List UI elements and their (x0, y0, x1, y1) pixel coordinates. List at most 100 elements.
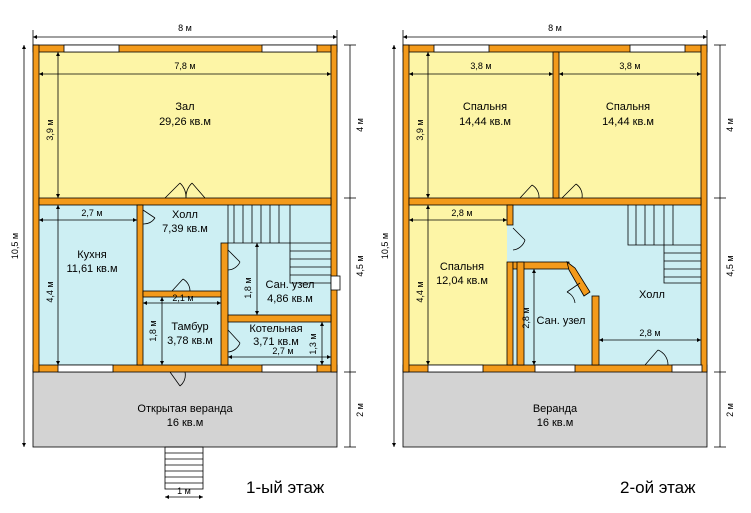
wall-bath-bottom (227, 314, 332, 323)
zal-area: 29,26 кв.м (159, 116, 211, 128)
wall-tambur-right (220, 242, 229, 366)
door-bed2 (561, 183, 583, 199)
bath-height-dim: 1,8 м (243, 277, 253, 298)
boiler-width-dim: 2,7 м (272, 346, 293, 356)
height-dim: 10,5 м (10, 233, 20, 259)
wall-kitchen-right (136, 204, 144, 366)
tambur-name: Тамбур (171, 321, 208, 333)
holl-room (507, 198, 701, 365)
width-dim: 8 м (178, 23, 192, 33)
wall-left (402, 44, 410, 373)
dimension-lines (392, 30, 726, 448)
bed3-name: Спальня (440, 261, 484, 273)
wall-bath-left (516, 261, 525, 366)
window (629, 44, 686, 53)
veranda-area: 16 кв.м (167, 417, 204, 429)
staircase (627, 205, 701, 284)
bed1-room (409, 52, 553, 198)
bed1-area: 14,44 кв.м (459, 116, 511, 128)
veranda-name: Открытая веранда (137, 403, 233, 415)
bed2-room (559, 52, 701, 198)
holl-name: Холл (639, 289, 665, 301)
door-boiler (227, 329, 241, 353)
wall-right (700, 44, 708, 373)
wall-bedrooms-divider (552, 51, 560, 199)
holl-width-dim: 2,8 м (639, 328, 660, 338)
tambur-width-dim: 2,1 м (172, 293, 193, 303)
kitchen-area: 11,61 кв.м (66, 263, 117, 275)
veranda-area (402, 369, 708, 448)
bed3-height-dim: 4,4 м (415, 281, 425, 302)
window (261, 44, 318, 53)
kitchen-width-dim: 2,7 м (81, 208, 102, 218)
door-entrance (169, 371, 186, 387)
front-steps (164, 446, 204, 490)
boiler-area: 3,71 кв.м (253, 336, 299, 348)
bed2-name: Спальня (606, 101, 650, 113)
kitchen-room (39, 205, 137, 365)
wall-bed3-right-lower (506, 261, 514, 366)
right-dim-veranda: 2 м (355, 403, 365, 417)
bed1-width-dim: 3,8 м (470, 61, 491, 71)
dimension-lines (22, 30, 356, 499)
door-bath (566, 282, 581, 304)
zal-name: Зал (175, 101, 194, 113)
door-kitchen (142, 209, 156, 225)
width-dim: 8 м (548, 23, 562, 33)
wall-left (32, 44, 40, 373)
door-entrance (644, 349, 669, 366)
steps-width-dim: 1 м (177, 486, 191, 496)
bed2-width-dim: 3,8 м (619, 61, 640, 71)
bed3-width-dim: 2,8 м (451, 208, 472, 218)
kitchen-name: Кухня (77, 249, 106, 261)
window (57, 364, 114, 373)
window (427, 364, 484, 373)
window (261, 364, 318, 373)
height-dim: 10,5 м (380, 233, 390, 259)
right-dim-zal: 4 м (355, 118, 365, 132)
window (534, 364, 576, 373)
door-zal (164, 182, 206, 199)
boiler-name: Котельная (249, 323, 302, 335)
door-bath (227, 249, 241, 271)
bed3-room (409, 205, 507, 365)
staircase (227, 205, 331, 284)
bed1-name: Спальня (463, 101, 507, 113)
door-tambur (171, 278, 191, 292)
floor-2-plan: 8 м 10,5 м 4 м 4,5 м 2 м 3,8 м 3,8 м 3,9… (380, 23, 735, 497)
bath-room (228, 243, 331, 315)
window (330, 275, 341, 291)
veranda-name: Веранда (533, 403, 578, 415)
bath-height-dim: 2,8 м (521, 307, 531, 328)
bed3-area: 12,04 кв.м (436, 275, 488, 287)
wall-bedrooms-bottom (408, 197, 702, 206)
holl-area: 7,39 кв.м (162, 223, 208, 235)
floor-1-plan: 8 м 10,5 м 4 м 4,5 м 2 м 7,8 м 3,9 м 2,7… (10, 23, 365, 499)
kitchen-height-dim: 4,4 м (45, 281, 55, 302)
holl-name: Холл (172, 209, 198, 221)
bath-name: Сан. узел (537, 315, 586, 327)
tambur-height-dim: 1,8 м (148, 320, 158, 341)
right-dim-bedrooms: 4 м (725, 118, 735, 132)
door-bed3 (512, 227, 526, 251)
wall-bed3-right (506, 204, 514, 226)
bed-height-dim: 3,9 м (415, 119, 425, 140)
window (671, 364, 703, 373)
zal-width-dim: 7,8 м (174, 61, 195, 71)
right-dim-middle: 4,5 м (355, 255, 365, 276)
wall-bath-diagonal (566, 261, 591, 297)
wall-bath-right (591, 295, 600, 366)
floor-1-caption: 1-ый этаж (246, 478, 325, 497)
right-dim-veranda: 2 м (725, 403, 735, 417)
window (433, 44, 490, 53)
zal-room (39, 52, 331, 198)
wall-zal-bottom (38, 197, 332, 206)
veranda-area: 16 кв.м (537, 417, 574, 429)
floor-2-caption: 2-ой этаж (620, 478, 696, 497)
bed2-area: 14,44 кв.м (602, 116, 654, 128)
veranda-area (32, 369, 338, 448)
tambur-room (143, 297, 221, 365)
wall-right (330, 44, 338, 373)
bath-name: Сан. узел (266, 279, 315, 291)
